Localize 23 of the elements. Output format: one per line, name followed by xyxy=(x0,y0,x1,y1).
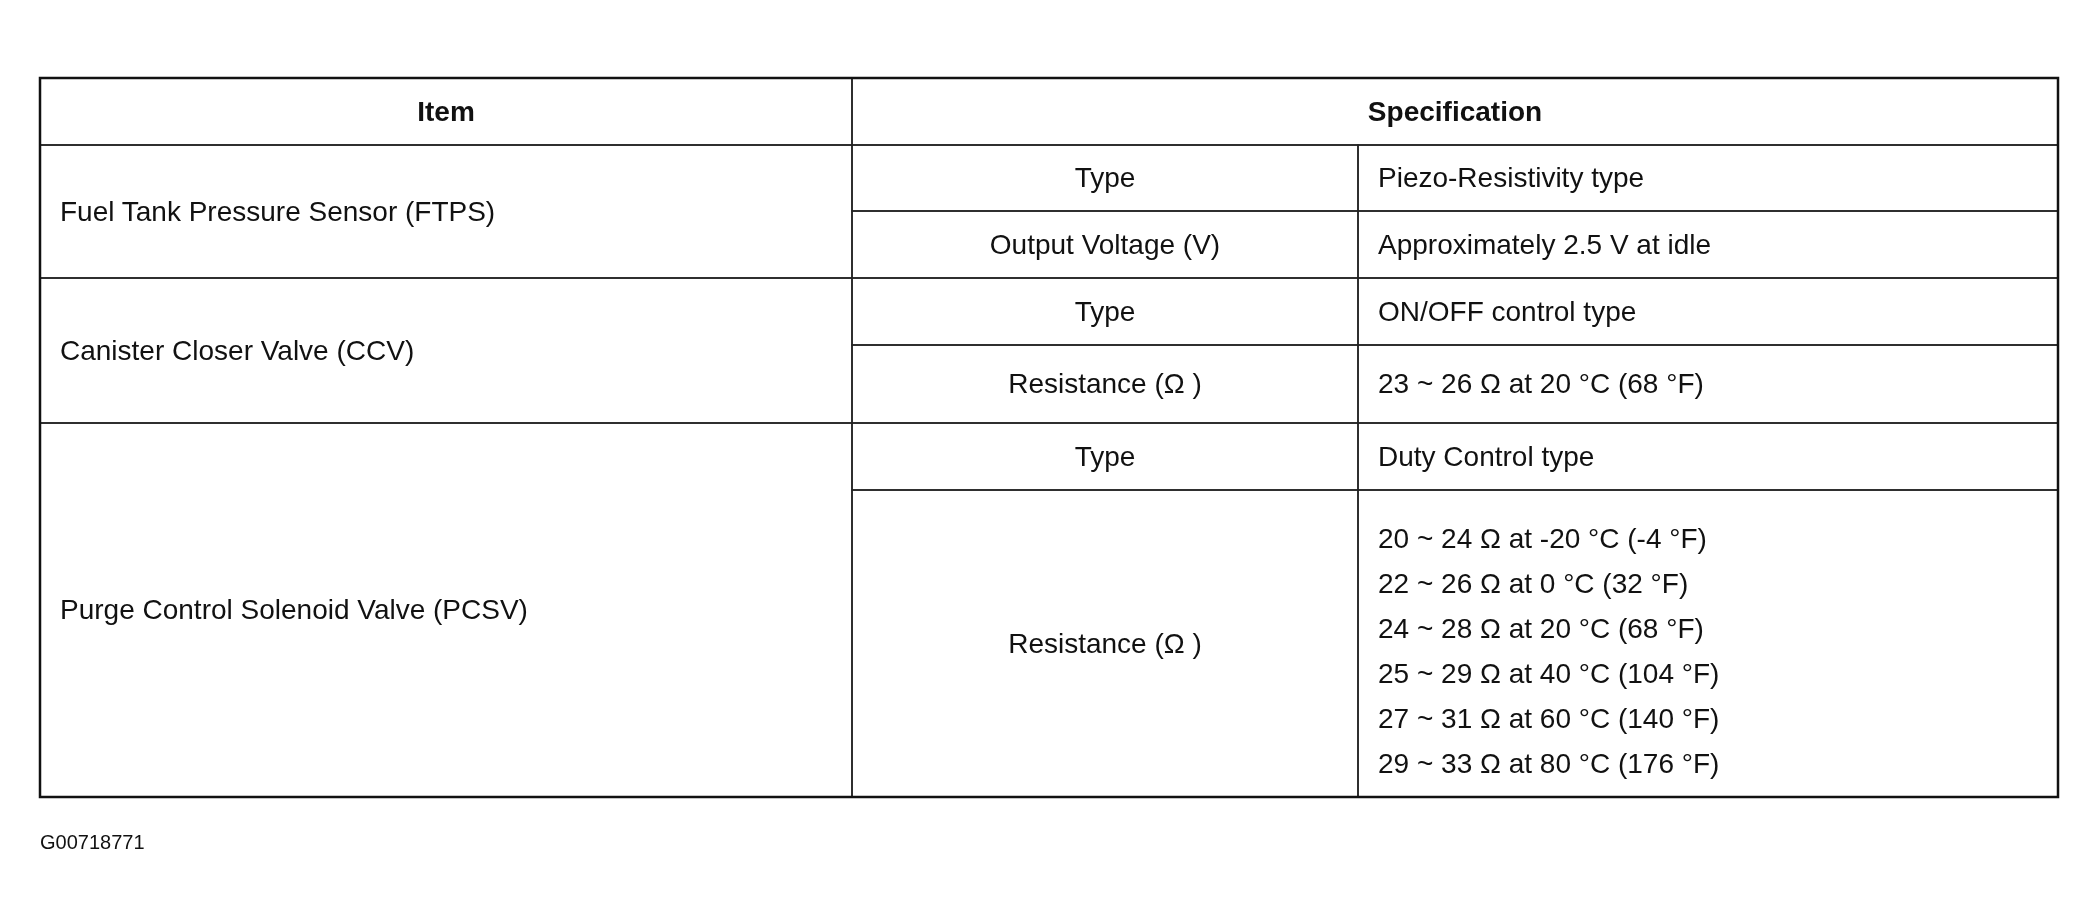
spec-label: Resistance (Ω ) xyxy=(1008,368,1202,400)
spec-value: ON/OFF control type xyxy=(1378,295,1637,328)
spec-value: Duty Control type xyxy=(1378,440,1595,473)
item-name: Purge Control Solenoid Valve (PCSV) xyxy=(60,594,528,626)
spec-value: Piezo-Resistivity type xyxy=(1378,162,1645,194)
spec-label: Output Voltage (V) xyxy=(989,228,1221,261)
spec-value: 24 ~ 28 Ω at 20 °C (68 °F) xyxy=(1378,612,1704,645)
column-header: Item xyxy=(417,95,475,128)
spec-label: Type xyxy=(1074,295,1136,328)
spec-label: Type xyxy=(1074,440,1136,473)
item-name: Fuel Tank Pressure Sensor (FTPS) xyxy=(60,195,496,228)
spec-value: 22 ~ 26 Ω at 0 °C (32 °F) xyxy=(1378,567,1689,600)
spec-label: Type xyxy=(1074,162,1136,194)
spec-value: 27 ~ 31 Ω at 60 °C (140 °F) xyxy=(1378,702,1720,735)
spec-value: Approximately 2.5 V at idle xyxy=(1378,228,1712,261)
column-header: Specification xyxy=(1367,95,1543,128)
spec-value: 20 ~ 24 Ω at -20 °C (-4 °F) xyxy=(1378,522,1707,555)
spec-label: Resistance (Ω ) xyxy=(1008,627,1202,660)
figure-id: G00718771 xyxy=(40,830,145,854)
spec-value: 25 ~ 29 Ω at 40 °C (104 °F) xyxy=(1378,657,1720,690)
spec-value: 23 ~ 26 Ω at 20 °C (68 °F) xyxy=(1378,368,1704,400)
spec-value: 29 ~ 33 Ω at 80 °C (176 °F) xyxy=(1378,747,1720,780)
item-name: Canister Closer Valve (CCV) xyxy=(60,334,415,367)
